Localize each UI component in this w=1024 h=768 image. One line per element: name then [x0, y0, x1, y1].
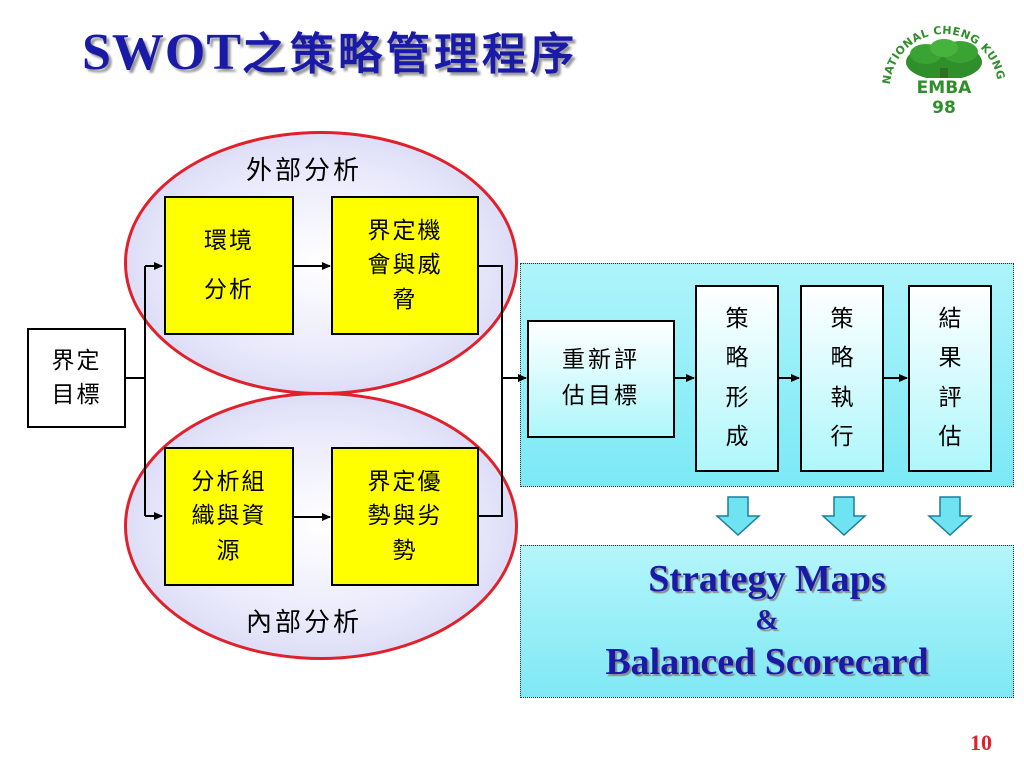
strategy-execution-box: 策略執行 [800, 285, 884, 472]
define-goal-box: 界定目標 [27, 328, 126, 428]
balanced-scorecard-text: Balanced Scorecard [605, 641, 929, 683]
strategy-maps-text: Strategy Maps [648, 558, 886, 600]
strength-weakness-text: 界定優勢與劣勢 [367, 468, 443, 564]
strategy-formulation-text: 策略形成 [725, 306, 749, 450]
tree-icon [906, 39, 982, 82]
ampersand-text: & [755, 605, 779, 636]
page-title: SWOT之策略管理程序 [82, 18, 578, 82]
strategy-formulation-box: 策略形成 [695, 285, 779, 472]
opportunity-threat-box: 界定機會與威脅 [331, 196, 479, 335]
logo-emba-text: EMBA [917, 78, 972, 98]
internal-analysis-label: 內部分析 [246, 608, 363, 638]
env-analysis-box: 環境分析 [164, 196, 294, 335]
strength-weakness-box: 界定優勢與劣勢 [331, 447, 479, 586]
reassess-goal-text: 重新評估目標 [562, 347, 640, 409]
reassess-goal-box: 重新評估目標 [527, 320, 675, 438]
org-resource-text: 分析組織與資源 [191, 468, 267, 564]
external-analysis-label: 外部分析 [246, 156, 363, 186]
org-resource-box: 分析組織與資源 [164, 447, 294, 586]
title-prefix: SWOT [82, 24, 243, 81]
down-arrow-icon [821, 496, 867, 537]
opportunity-threat-text: 界定機會與威脅 [367, 217, 443, 313]
logo-year-text: 98 [932, 98, 956, 118]
define-goal-text: 界定目標 [51, 347, 102, 409]
result-evaluation-box: 結果評估 [908, 285, 992, 472]
strategy-maps-panel [520, 545, 1014, 698]
result-evaluation-text: 結果評估 [938, 306, 962, 450]
title-main: 之策略管理程序 [242, 29, 579, 80]
down-arrow-icon [927, 496, 973, 537]
university-logo: NATIONAL CHENG KUNG UNIVERSITY EMBA 98 [874, 10, 1007, 118]
down-arrow-icon [715, 496, 761, 537]
strategy-execution-text: 策略執行 [830, 306, 854, 450]
env-analysis-text: 環境分析 [204, 228, 254, 303]
page-number: 10 [970, 730, 992, 755]
